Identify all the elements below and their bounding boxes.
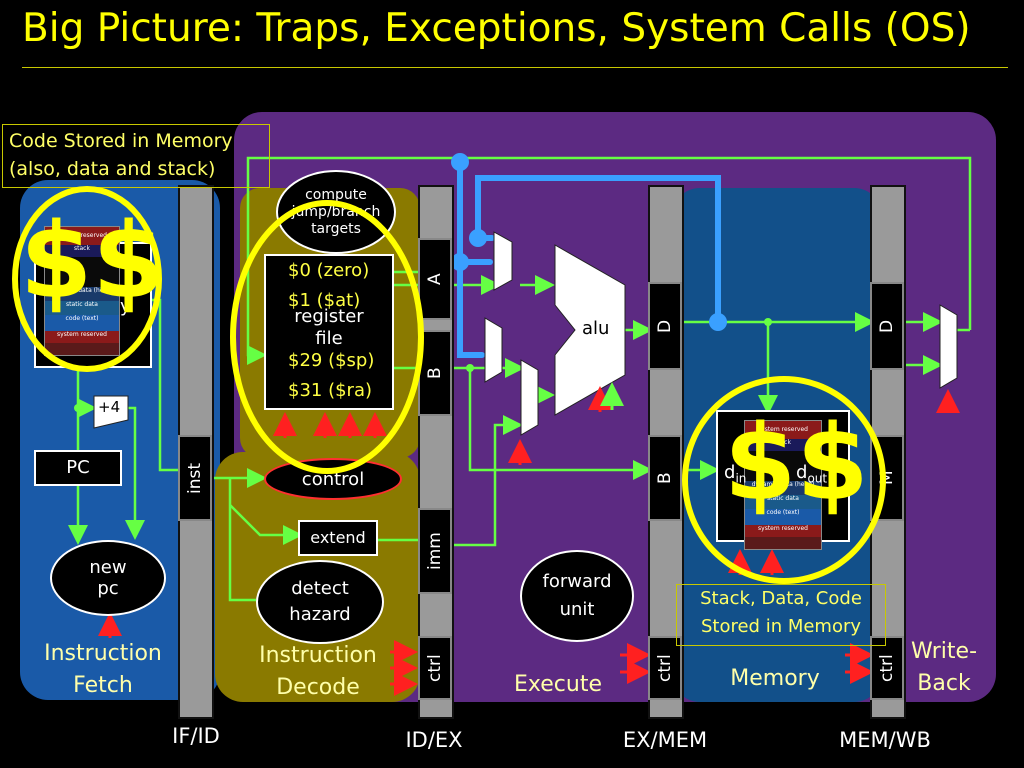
detect-line2: hazard bbox=[289, 604, 351, 625]
stack-data-line1: Stack, Data, Code bbox=[700, 588, 862, 609]
plus4-label: +4 bbox=[98, 398, 121, 416]
id-ex-label: ID/EX bbox=[405, 728, 463, 752]
page-title: Big Picture: Traps, Exceptions, System C… bbox=[22, 6, 971, 51]
ex-mem-label: EX/MEM bbox=[622, 728, 708, 752]
stack-data-note: Stack, Data, Code Stored in Memory bbox=[676, 584, 886, 646]
fetch-label: Instruction Fetch bbox=[28, 638, 178, 702]
inst-field: inst bbox=[178, 435, 212, 521]
alu-shape bbox=[554, 244, 626, 416]
alu-label: alu bbox=[582, 318, 610, 339]
code-stored-line1: Code Stored in Memory bbox=[9, 130, 233, 152]
compute-line1: compute bbox=[305, 186, 367, 203]
hazard-detect: detect hazard bbox=[256, 560, 384, 644]
memory-cache-symbol: $$ bbox=[724, 402, 869, 524]
imm-field: imm bbox=[418, 508, 452, 594]
execute-label: Execute bbox=[514, 672, 602, 697]
code-stored-note: Code Stored in Memory (also, data and st… bbox=[2, 124, 270, 188]
new-pc-line2: pc bbox=[97, 578, 119, 599]
a-field: A bbox=[418, 238, 452, 320]
new-pc: new pc bbox=[50, 540, 166, 616]
pc-register: PC bbox=[34, 450, 122, 486]
d-field-memwb: D bbox=[870, 282, 904, 370]
forward-unit: forward unit bbox=[520, 550, 634, 642]
writeback-line2: Back bbox=[917, 671, 971, 696]
decode-label-line2: Decode bbox=[276, 675, 360, 700]
fetch-cache-circle bbox=[12, 186, 162, 372]
mem-wb-label: MEM/WB bbox=[839, 728, 931, 752]
ctrl-field-idex: ctrl bbox=[418, 636, 452, 700]
decode-label: Instruction Decode bbox=[238, 640, 398, 704]
fetch-cache-symbol: $$ bbox=[20, 200, 165, 322]
new-pc-line1: new bbox=[89, 557, 127, 578]
if-id-label: IF/ID bbox=[172, 724, 220, 748]
detect-line1: detect bbox=[291, 578, 349, 599]
memory-cache-circle bbox=[682, 376, 886, 584]
d-field-exmem: D bbox=[648, 282, 682, 370]
b-field-exmem: B bbox=[648, 435, 682, 521]
fetch-label-line2: Fetch bbox=[73, 673, 133, 698]
code-stored-line2: (also, data and stack) bbox=[9, 158, 216, 180]
stack-data-line2: Stored in Memory bbox=[700, 616, 862, 637]
decode-label-line1: Instruction bbox=[259, 643, 377, 668]
memory-label: Memory bbox=[730, 666, 820, 691]
writeback-label: Write- Back bbox=[902, 636, 986, 700]
regfile-highlight-circle bbox=[230, 200, 424, 474]
writeback-line1: Write- bbox=[910, 639, 978, 664]
fetch-label-line1: Instruction bbox=[44, 641, 162, 666]
sign-extend: extend bbox=[298, 520, 378, 556]
forward-line2: unit bbox=[559, 599, 595, 620]
forward-line1: forward bbox=[542, 571, 612, 592]
title-rule bbox=[22, 67, 1008, 68]
